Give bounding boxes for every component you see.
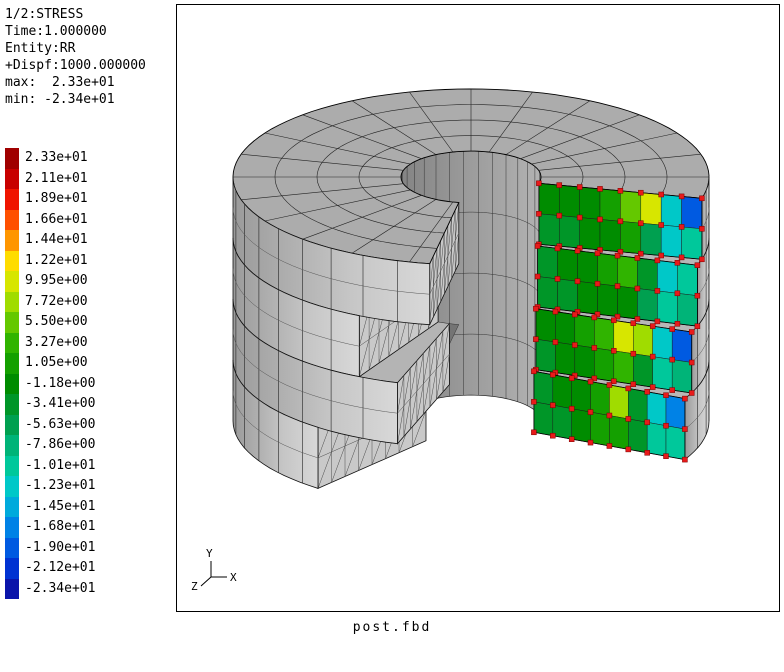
model-viewport[interactable]: Y X Z	[176, 4, 780, 612]
legend-swatch	[5, 414, 19, 435]
legend-swatch	[5, 476, 19, 497]
legend-swatch	[5, 517, 19, 538]
legend-entry: -1.18e+00	[5, 373, 96, 394]
legend-entry: -1.90e+01	[5, 537, 96, 558]
patch-nodes	[531, 368, 688, 463]
legend-entry: 2.33e+01	[5, 148, 95, 169]
legend-swatch	[5, 250, 19, 271]
legend-entry: 1.22e+01	[5, 250, 95, 271]
legend-value: 5.50e+00	[25, 314, 88, 329]
legend-swatch	[5, 312, 19, 333]
legend-swatch	[5, 291, 19, 312]
legend-value: -1.01e+01	[25, 457, 96, 473]
legend-entry: 1.66e+01	[5, 209, 95, 230]
stress-patch-3	[533, 305, 695, 396]
legend-value: -5.63e+00	[25, 416, 96, 432]
legend-value: 1.05e+00	[25, 355, 88, 370]
legend-value: 3.27e+00	[25, 334, 88, 350]
legend-entry: -5.63e+00	[5, 414, 96, 435]
legend-value: -7.86e+00	[25, 437, 96, 452]
legend-entry: -1.68e+01	[5, 517, 95, 538]
stress-patch-2	[534, 243, 701, 329]
legend-value: 1.44e+01	[25, 232, 88, 247]
disk-top-surface	[232, 88, 710, 265]
legend-swatch	[5, 373, 19, 394]
legend-swatch	[5, 148, 19, 169]
result-dataset-line: 1/2:STRESS	[5, 7, 84, 22]
legend-swatch	[5, 558, 19, 579]
patch-nodes	[533, 305, 695, 396]
legend-entry: -1.23e+01	[5, 476, 95, 497]
result-entity-line: Entity:RR	[5, 41, 76, 56]
legend-swatch	[5, 578, 19, 599]
legend-value: -2.34e+01	[25, 580, 96, 596]
result-max-line: max: 2.33e+01	[5, 75, 115, 90]
result-header: 1/2:STRESS Time:1.000000 Entity:RR +Disp…	[5, 6, 146, 108]
legend-swatch	[5, 496, 19, 517]
legend-swatch	[5, 435, 19, 456]
model-filename: post.fbd	[352, 620, 432, 635]
legend-entry: -3.41e+00	[5, 394, 95, 415]
legend-entry: 1.89e+01	[5, 189, 95, 210]
legend-value: -1.18e+00	[25, 375, 96, 391]
result-time-line: Time:1.000000	[5, 24, 107, 39]
color-legend: 2.33e+01 2.11e+01 1.89e+01 1.66e+01 1.44e+01…	[5, 148, 95, 599]
axis-y-label: Y	[206, 547, 213, 560]
result-dispf-line: +Dispf:1000.000000	[5, 58, 146, 73]
stress-patch-1	[536, 180, 705, 263]
legend-entry: -7.86e+00	[5, 435, 95, 456]
disk-side-walls	[232, 176, 710, 489]
legend-value: -1.45e+01	[25, 498, 96, 514]
legend-value: 7.72e+00	[25, 293, 88, 309]
legend-value: 2.11e+01	[25, 170, 88, 186]
legend-entry: 3.27e+00	[5, 332, 95, 353]
legend-swatch	[5, 271, 19, 292]
legend-value: -3.41e+00	[25, 396, 96, 411]
legend-value: 1.89e+01	[25, 191, 88, 206]
legend-entry: 1.05e+00	[5, 353, 95, 374]
legend-entry: 2.11e+01	[5, 168, 95, 189]
axis-z-label: Z	[191, 580, 198, 593]
legend-swatch	[5, 455, 19, 476]
legend-swatch	[5, 332, 19, 353]
axis-x-label: X	[230, 571, 237, 584]
legend-swatch	[5, 353, 19, 374]
legend-swatch	[5, 209, 19, 230]
legend-value: 1.66e+01	[25, 211, 88, 227]
legend-value: 2.33e+01	[25, 150, 88, 165]
legend-value: 9.95e+00	[25, 273, 88, 288]
model-3d-scene[interactable]: Y X Z	[177, 5, 779, 611]
legend-entry: -2.12e+01	[5, 558, 95, 579]
legend-value: -1.23e+01	[25, 478, 96, 493]
legend-swatch	[5, 394, 19, 415]
legend-entry: -2.34e+01	[5, 578, 96, 599]
legend-value: 1.22e+01	[25, 252, 88, 268]
legend-entry: 9.95e+00	[5, 271, 95, 292]
patch-nodes	[536, 180, 705, 263]
legend-entry: 5.50e+00	[5, 312, 95, 333]
legend-entry: -1.45e+01	[5, 496, 96, 517]
legend-entry: -1.01e+01	[5, 455, 96, 476]
legend-swatch	[5, 230, 19, 251]
stress-patch-4	[531, 368, 688, 463]
legend-swatch	[5, 189, 19, 210]
legend-entry: 7.72e+00	[5, 291, 95, 312]
legend-value: -1.68e+01	[25, 519, 96, 534]
legend-value: -2.12e+01	[25, 560, 96, 575]
legend-entry: 1.44e+01	[5, 230, 95, 251]
legend-swatch	[5, 537, 19, 558]
axis-triad: Y X Z	[191, 547, 237, 593]
result-min-line: min: -2.34e+01	[5, 92, 115, 107]
legend-value: -1.90e+01	[25, 539, 96, 555]
legend-swatch	[5, 168, 19, 189]
